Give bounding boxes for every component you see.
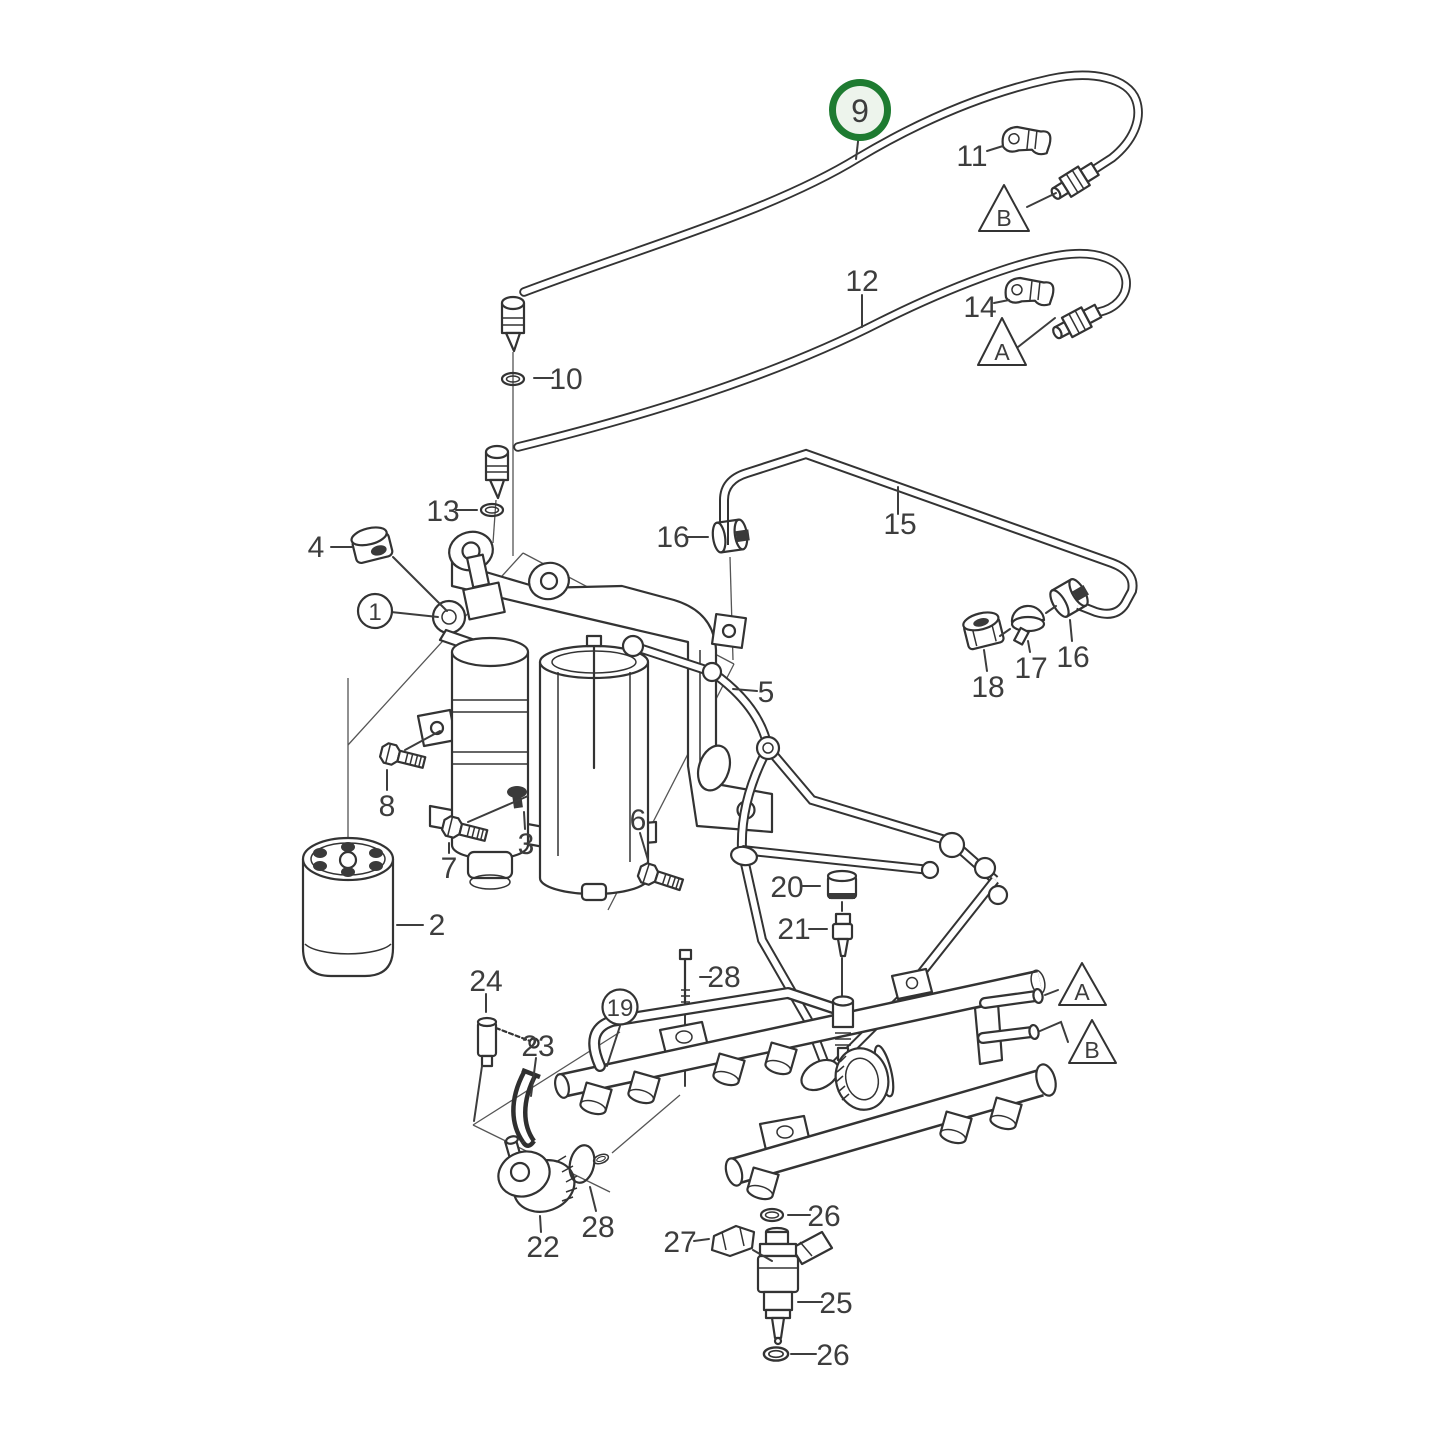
regulator-clamp-ring — [834, 1044, 895, 1111]
callout-9-text: 9 — [851, 93, 869, 129]
callout-16-right[interactable]: 16 — [1056, 641, 1089, 674]
callout-14[interactable]: 14 — [963, 291, 996, 324]
callout-9-highlighted[interactable]: 9 — [829, 79, 891, 141]
callout-5[interactable]: 5 — [758, 676, 775, 709]
callout-3[interactable]: 3 — [518, 828, 535, 861]
grommet-3 — [507, 786, 527, 809]
callout-7[interactable]: 7 — [441, 852, 458, 885]
leader-lines — [330, 132, 1073, 1355]
callout-13[interactable]: 13 — [426, 495, 459, 528]
elbow-fitting-12 — [484, 444, 510, 500]
valve-17 — [1010, 604, 1046, 646]
callout-28-lower[interactable]: 28 — [581, 1211, 614, 1244]
cap-20 — [826, 869, 858, 900]
fuel-pump-assembly-1 — [416, 530, 774, 902]
leader-17-16 — [1045, 605, 1057, 614]
pressure-regulator-22 — [497, 1135, 578, 1213]
callout-6[interactable]: 6 — [630, 804, 647, 837]
callout-10[interactable]: 10 — [549, 363, 582, 396]
ref-triangle-a-mid: A — [977, 317, 1027, 366]
callout-2[interactable]: 2 — [429, 909, 446, 942]
fuel-hose-9 — [500, 70, 1143, 353]
highlight-circle-fill — [832, 82, 888, 138]
highlight-circle-ring — [829, 79, 891, 141]
ref-triangle-b-top: B — [978, 184, 1030, 232]
fuel-rail-lower — [724, 1044, 1057, 1203]
triangle-letter: A — [1074, 979, 1090, 1005]
plug-4 — [350, 526, 394, 565]
callout-25[interactable]: 25 — [819, 1287, 852, 1320]
elbow-fitting-9 — [500, 295, 526, 353]
stud-28-upper — [678, 948, 693, 1010]
bracket-5 — [621, 634, 1009, 1092]
callout-23[interactable]: 23 — [521, 1030, 554, 1063]
callout-1-text: 1 — [368, 599, 381, 626]
callout-11[interactable]: 11 — [956, 140, 987, 173]
triangle-letter: B — [1084, 1037, 1099, 1063]
ref-triangle-b-low: B — [1068, 1019, 1117, 1064]
callout-17[interactable]: 17 — [1014, 652, 1047, 685]
vent-valve-24 — [476, 1016, 540, 1068]
callout-22[interactable]: 22 — [526, 1231, 559, 1264]
sensor-21 — [831, 912, 854, 958]
fuel-hose-12 — [484, 249, 1131, 500]
callout-4[interactable]: 4 — [308, 531, 325, 564]
leader-18-17 — [999, 628, 1011, 637]
callout-12[interactable]: 12 — [845, 265, 878, 298]
callout-26-lower[interactable]: 26 — [816, 1339, 849, 1372]
fuel-rail-upper-19 — [554, 967, 1046, 1118]
fuel-pipe-15 — [719, 448, 1138, 619]
fuel-filter-2 — [301, 836, 395, 978]
triangle-letter: B — [996, 205, 1011, 231]
oring-28-lower — [568, 1144, 611, 1184]
retaining-clip-27 — [710, 1224, 756, 1258]
callout-24[interactable]: 24 — [469, 965, 502, 998]
callout-21[interactable]: 21 — [777, 913, 810, 946]
callout-19-text: 19 — [607, 995, 634, 1022]
callout-19-circled[interactable]: 19 — [601, 988, 639, 1026]
callout-18[interactable]: 18 — [971, 671, 1004, 704]
callout-27[interactable]: 27 — [663, 1226, 696, 1259]
fuel-injector-25 — [756, 1226, 834, 1346]
callout-8[interactable]: 8 — [379, 790, 396, 823]
callout-1-circled[interactable]: 1 — [356, 592, 394, 630]
callout-15[interactable]: 15 — [883, 508, 916, 541]
callout-16-left[interactable]: 16 — [656, 521, 689, 554]
callout-20[interactable]: 20 — [770, 871, 803, 904]
nut-18 — [962, 611, 1005, 651]
callout-28-upper[interactable]: 28 — [707, 961, 740, 994]
triangle-letter: A — [994, 339, 1010, 365]
ref-triangle-a-low: A — [1058, 962, 1107, 1006]
rail-outlet-stubs — [973, 987, 1044, 1066]
callouts: 11 12 14 10 13 16 15 4 5 18 17 16 8 6 3 … — [308, 79, 1090, 1372]
callout-26-upper[interactable]: 26 — [807, 1200, 840, 1233]
